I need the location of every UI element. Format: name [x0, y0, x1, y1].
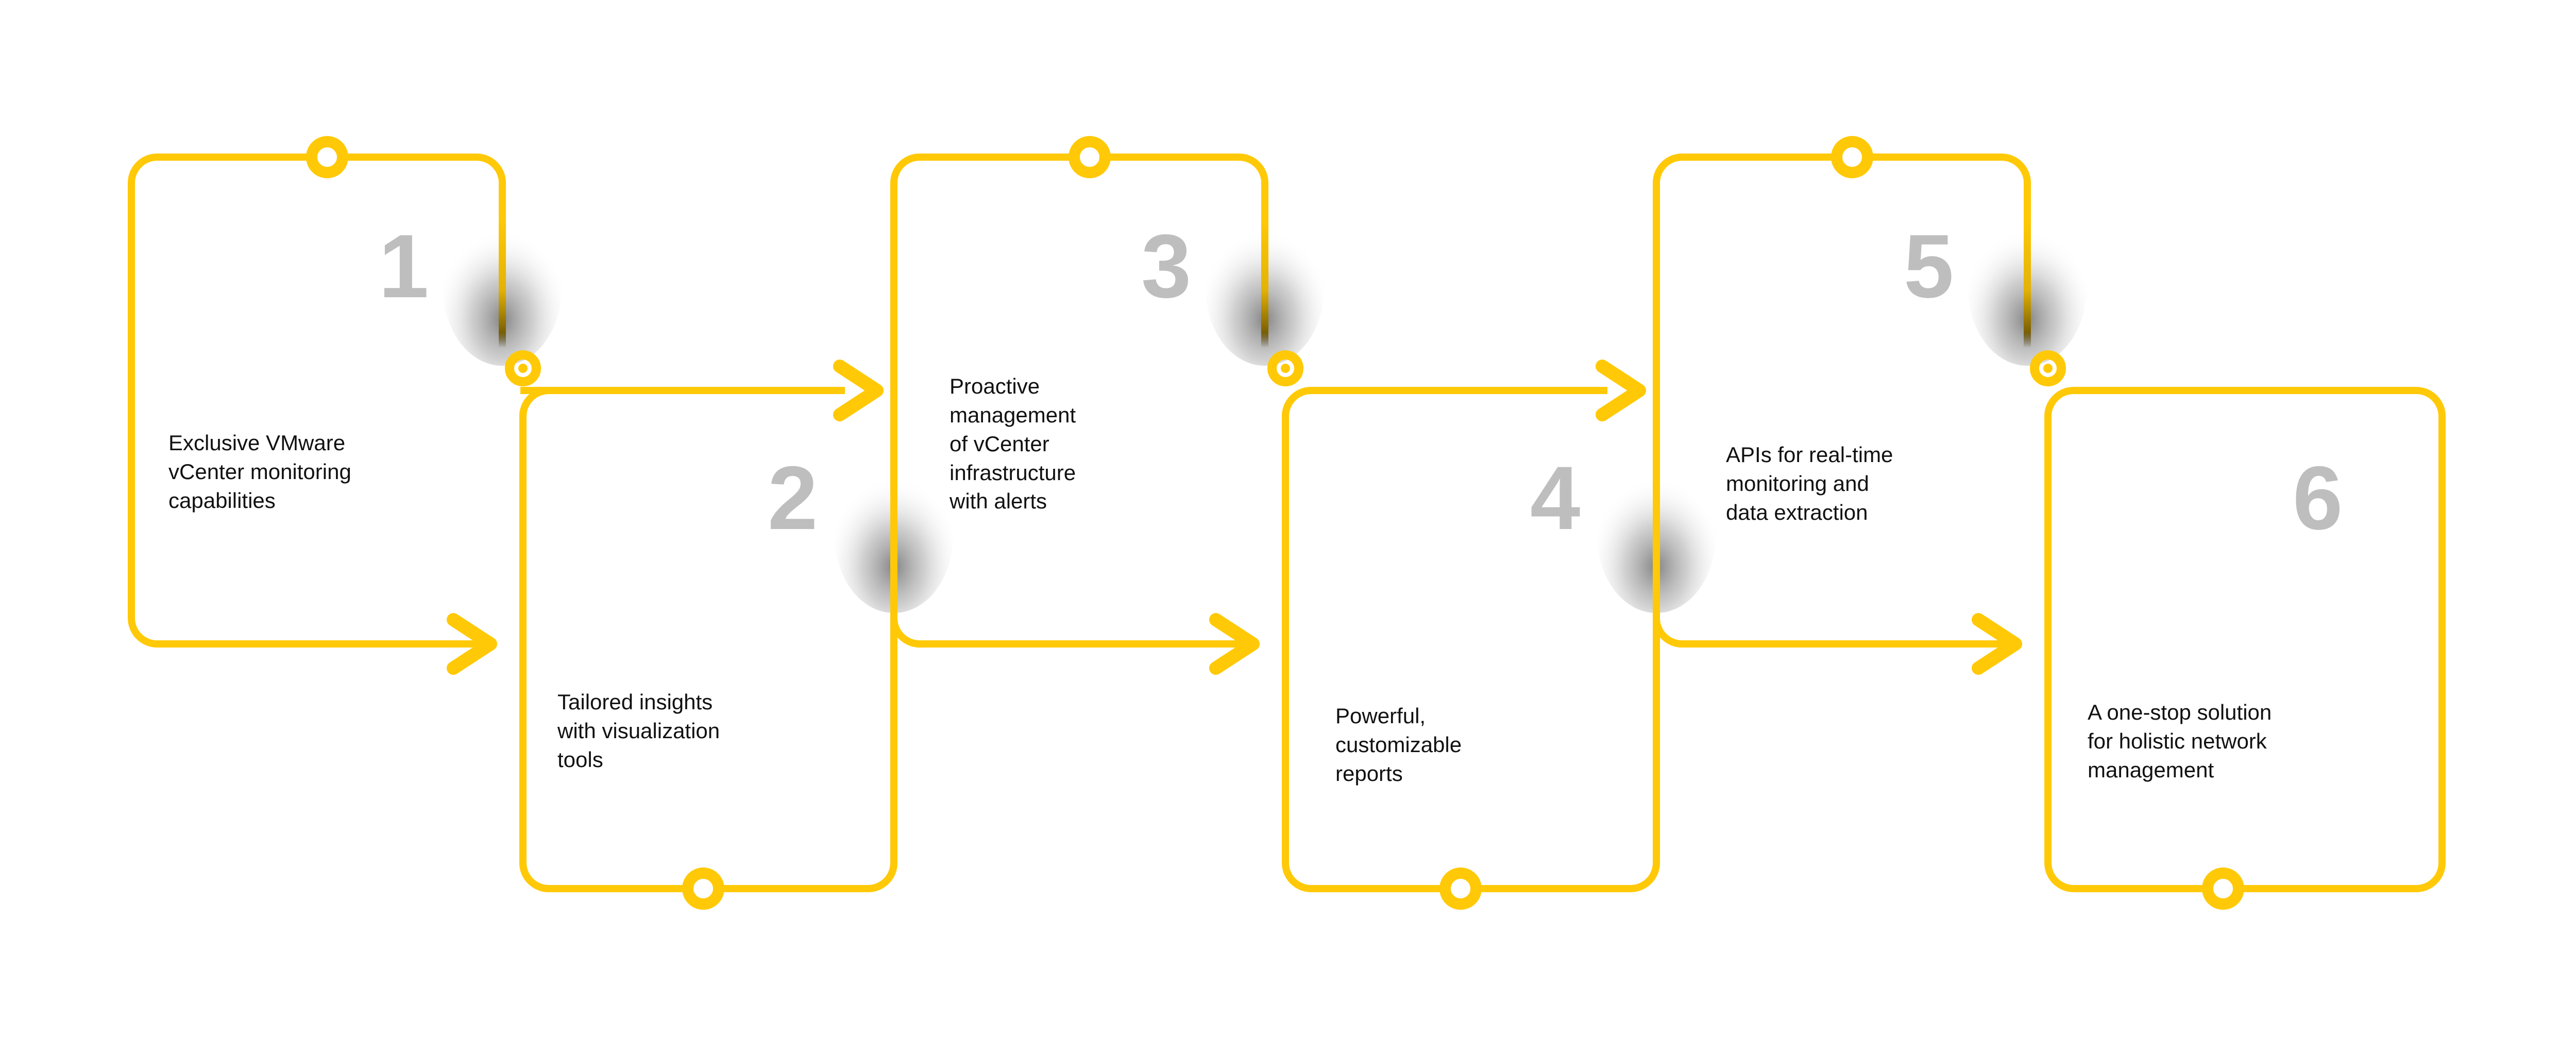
card-1-top-node[interactable]: [312, 142, 343, 173]
card-5-out-arrowhead: [1972, 613, 2022, 675]
card-1-right-fade: [499, 219, 506, 348]
card-2-bottom-right: [721, 793, 897, 892]
card-5-top-node[interactable]: [1837, 142, 1868, 173]
step-text-1: Exclusive VMware vCenter monitoring capa…: [168, 431, 351, 513]
step-text-4: Powerful, customizable reports: [1335, 704, 1462, 786]
card-3-out-arrowhead: [1209, 613, 1260, 675]
step-text-5: APIs for real-time monitoring and data e…: [1726, 443, 1893, 524]
card-2-bottom-node[interactable]: [688, 873, 719, 904]
card-5-outline: [1653, 154, 1991, 648]
card-6[interactable]: [2035, 355, 2446, 904]
card-4-left-elbow: [1282, 387, 1443, 892]
step-number-1: 1: [379, 216, 429, 317]
step-number-5: 5: [1904, 216, 1954, 317]
card-4-bottom-node[interactable]: [1445, 873, 1476, 904]
card-2-in-arrowhead: [833, 360, 884, 421]
card-6-bottom-node[interactable]: [2208, 873, 2239, 904]
card-4-in-arrowhead: [1596, 360, 1646, 421]
card-5[interactable]: [1653, 142, 2031, 675]
step-text-6: A one-stop solution for holistic network…: [2088, 700, 2272, 782]
card-2-right-lower: [721, 598, 897, 892]
card-3-top-node[interactable]: [1074, 142, 1105, 173]
step-text-3: Proactive management of vCenter infrastr…: [950, 374, 1076, 514]
card-3-right-fade: [1261, 219, 1268, 348]
card-4-in-arrow-shaft: [1282, 387, 1607, 417]
card-4-corner-node[interactable]: [1272, 355, 1299, 382]
card-6-left-edge: [2044, 387, 2205, 892]
step-number-4: 4: [1530, 448, 1580, 549]
card-1-outline: [128, 154, 466, 648]
card-6-corner-node[interactable]: [2035, 355, 2061, 382]
card-5-top-right: [1870, 154, 2031, 222]
card-2-left-elbow: [519, 387, 685, 892]
step-number-6: 6: [2293, 448, 2343, 549]
step-number-3: 3: [1141, 216, 1191, 317]
card-4[interactable]: [1272, 355, 1660, 904]
card-3[interactable]: [890, 142, 1268, 675]
card-6-outline: [2074, 387, 2446, 892]
card-3-outline: [890, 154, 1229, 648]
card-3-top-right: [1108, 154, 1268, 222]
card-2-corner-node[interactable]: [510, 355, 536, 382]
card-1-out-arrowhead: [447, 613, 497, 675]
step-text-2: Tailored insights with visualization too…: [557, 690, 720, 772]
card-4-bottom-right: [1479, 793, 1660, 892]
card-2-in-arrow-shaft: [519, 387, 845, 417]
card-5-right-fade: [2024, 219, 2031, 348]
card-1[interactable]: [128, 142, 506, 675]
step-number-2: 2: [768, 448, 818, 549]
card-2[interactable]: [510, 355, 897, 904]
card-1-top-right: [345, 154, 506, 222]
card-2-outline: [519, 387, 685, 892]
